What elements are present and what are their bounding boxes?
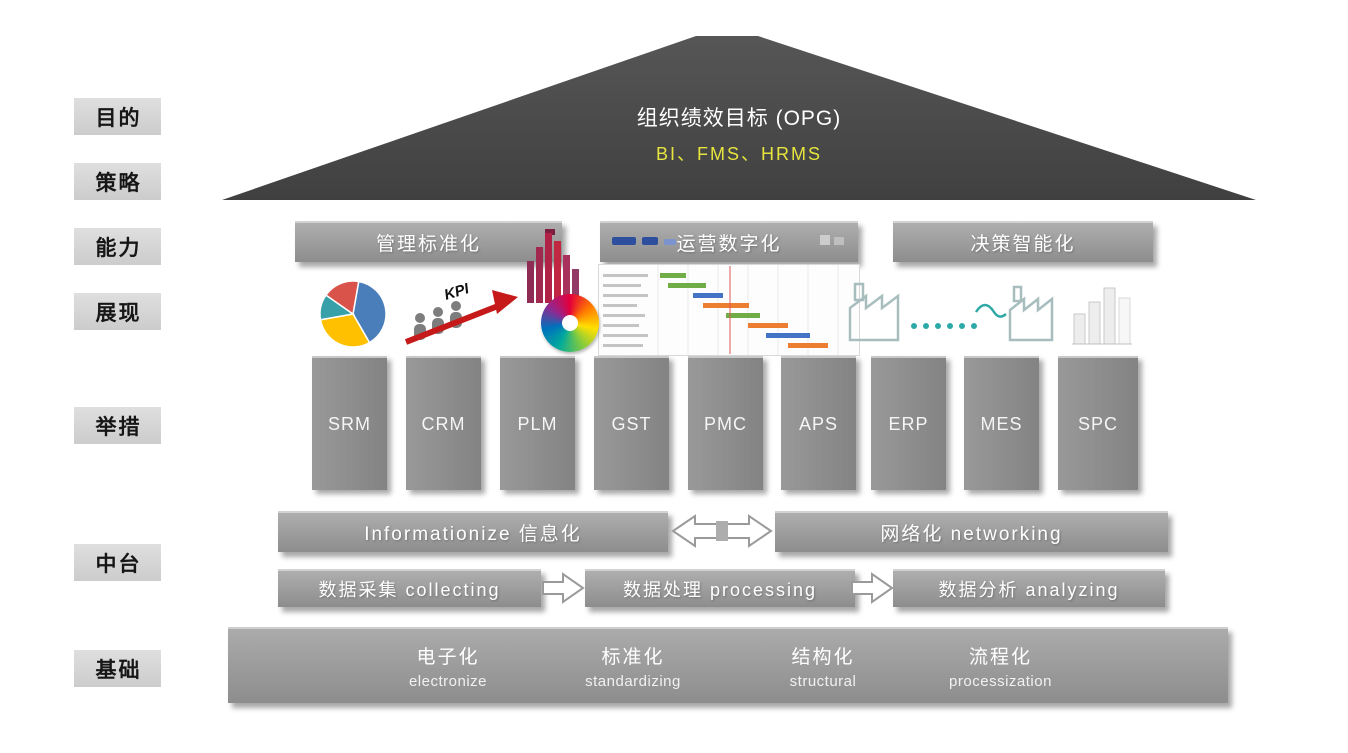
foundation-item-cn: 结构化: [791, 647, 855, 668]
side-label-strategy: 策略: [74, 163, 161, 200]
foundation-item-cn: 电子化: [416, 647, 480, 668]
roof-text-block: 组织绩效目标 (OPG) BI、FMS、HRMS: [489, 102, 989, 166]
side-label-initiatives: 举措: [74, 407, 161, 444]
pillar-spc: SPC: [1058, 356, 1138, 490]
mid-bar-networking: 网络化 networking: [775, 511, 1168, 552]
pillar-srm: SRM: [312, 356, 387, 490]
foundation-item-en: processization: [949, 673, 1052, 690]
kpi-label: KPI: [442, 280, 472, 304]
tower-chart-image: [527, 229, 579, 303]
right-arrow-icon: [542, 572, 585, 604]
pillar-gst: GST: [594, 356, 669, 490]
pillar-erp: ERP: [871, 356, 946, 490]
pillar-crm: CRM: [406, 356, 481, 490]
right-arrow-icon: [851, 572, 894, 604]
pillar-aps: APS: [781, 356, 856, 490]
roof-subtitle: BI、FMS、HRMS: [656, 144, 822, 164]
double-arrow-icon: [671, 514, 773, 548]
bar-chart-image: [1072, 287, 1132, 345]
capability-bar-decision-intelligence: 决策智能化: [893, 221, 1153, 262]
foundation-item-standardizing: 标准化 standardizing: [533, 642, 733, 690]
kpi-growth-image: KPI: [404, 280, 518, 345]
foundation-item-processization: 流程化 processization: [893, 642, 1108, 690]
side-label-capability: 能力: [74, 228, 161, 265]
side-label-presentation: 展现: [74, 293, 161, 330]
side-label-foundation: 基础: [74, 650, 161, 687]
gantt-chart-image: [598, 264, 860, 356]
roof-title: 组织绩效目标 (OPG): [636, 107, 842, 130]
mid-bar-data-analyzing: 数据分析 analyzing: [893, 569, 1165, 607]
color-wheel-image: [541, 294, 599, 352]
roof-shape: [222, 36, 1256, 200]
foundation-bar: 电子化 electronize 标准化 standardizing 结构化 st…: [228, 627, 1228, 703]
foundation-item-structural: 结构化 structural: [723, 642, 923, 690]
foundation-item-cn: 标准化: [601, 647, 665, 668]
foundation-item-cn: 流程化: [968, 647, 1032, 668]
foundation-item-en: electronize: [408, 673, 488, 690]
foundation-item-en: structural: [789, 673, 857, 690]
mid-bar-data-collecting: 数据采集 collecting: [278, 569, 541, 607]
capability-bar-management-standardization: 管理标准化: [295, 221, 562, 262]
mid-bar-data-processing: 数据处理 processing: [585, 569, 855, 607]
foundation-item-electronize: 电子化 electronize: [348, 642, 548, 690]
side-label-purpose: 目的: [74, 98, 161, 135]
pillar-plm: PLM: [500, 356, 575, 490]
foundation-item-en: standardizing: [585, 673, 681, 690]
gantt-legend-image: [612, 237, 676, 245]
gantt-widget-image: [820, 235, 844, 245]
side-label-midplatform: 中台: [74, 544, 161, 581]
pie-chart-image: [319, 280, 387, 348]
factory-flow-image: [848, 282, 1054, 342]
pillar-pmc: PMC: [688, 356, 763, 490]
pillar-mes: MES: [964, 356, 1039, 490]
mid-bar-informationize: Informationize 信息化: [278, 511, 668, 552]
